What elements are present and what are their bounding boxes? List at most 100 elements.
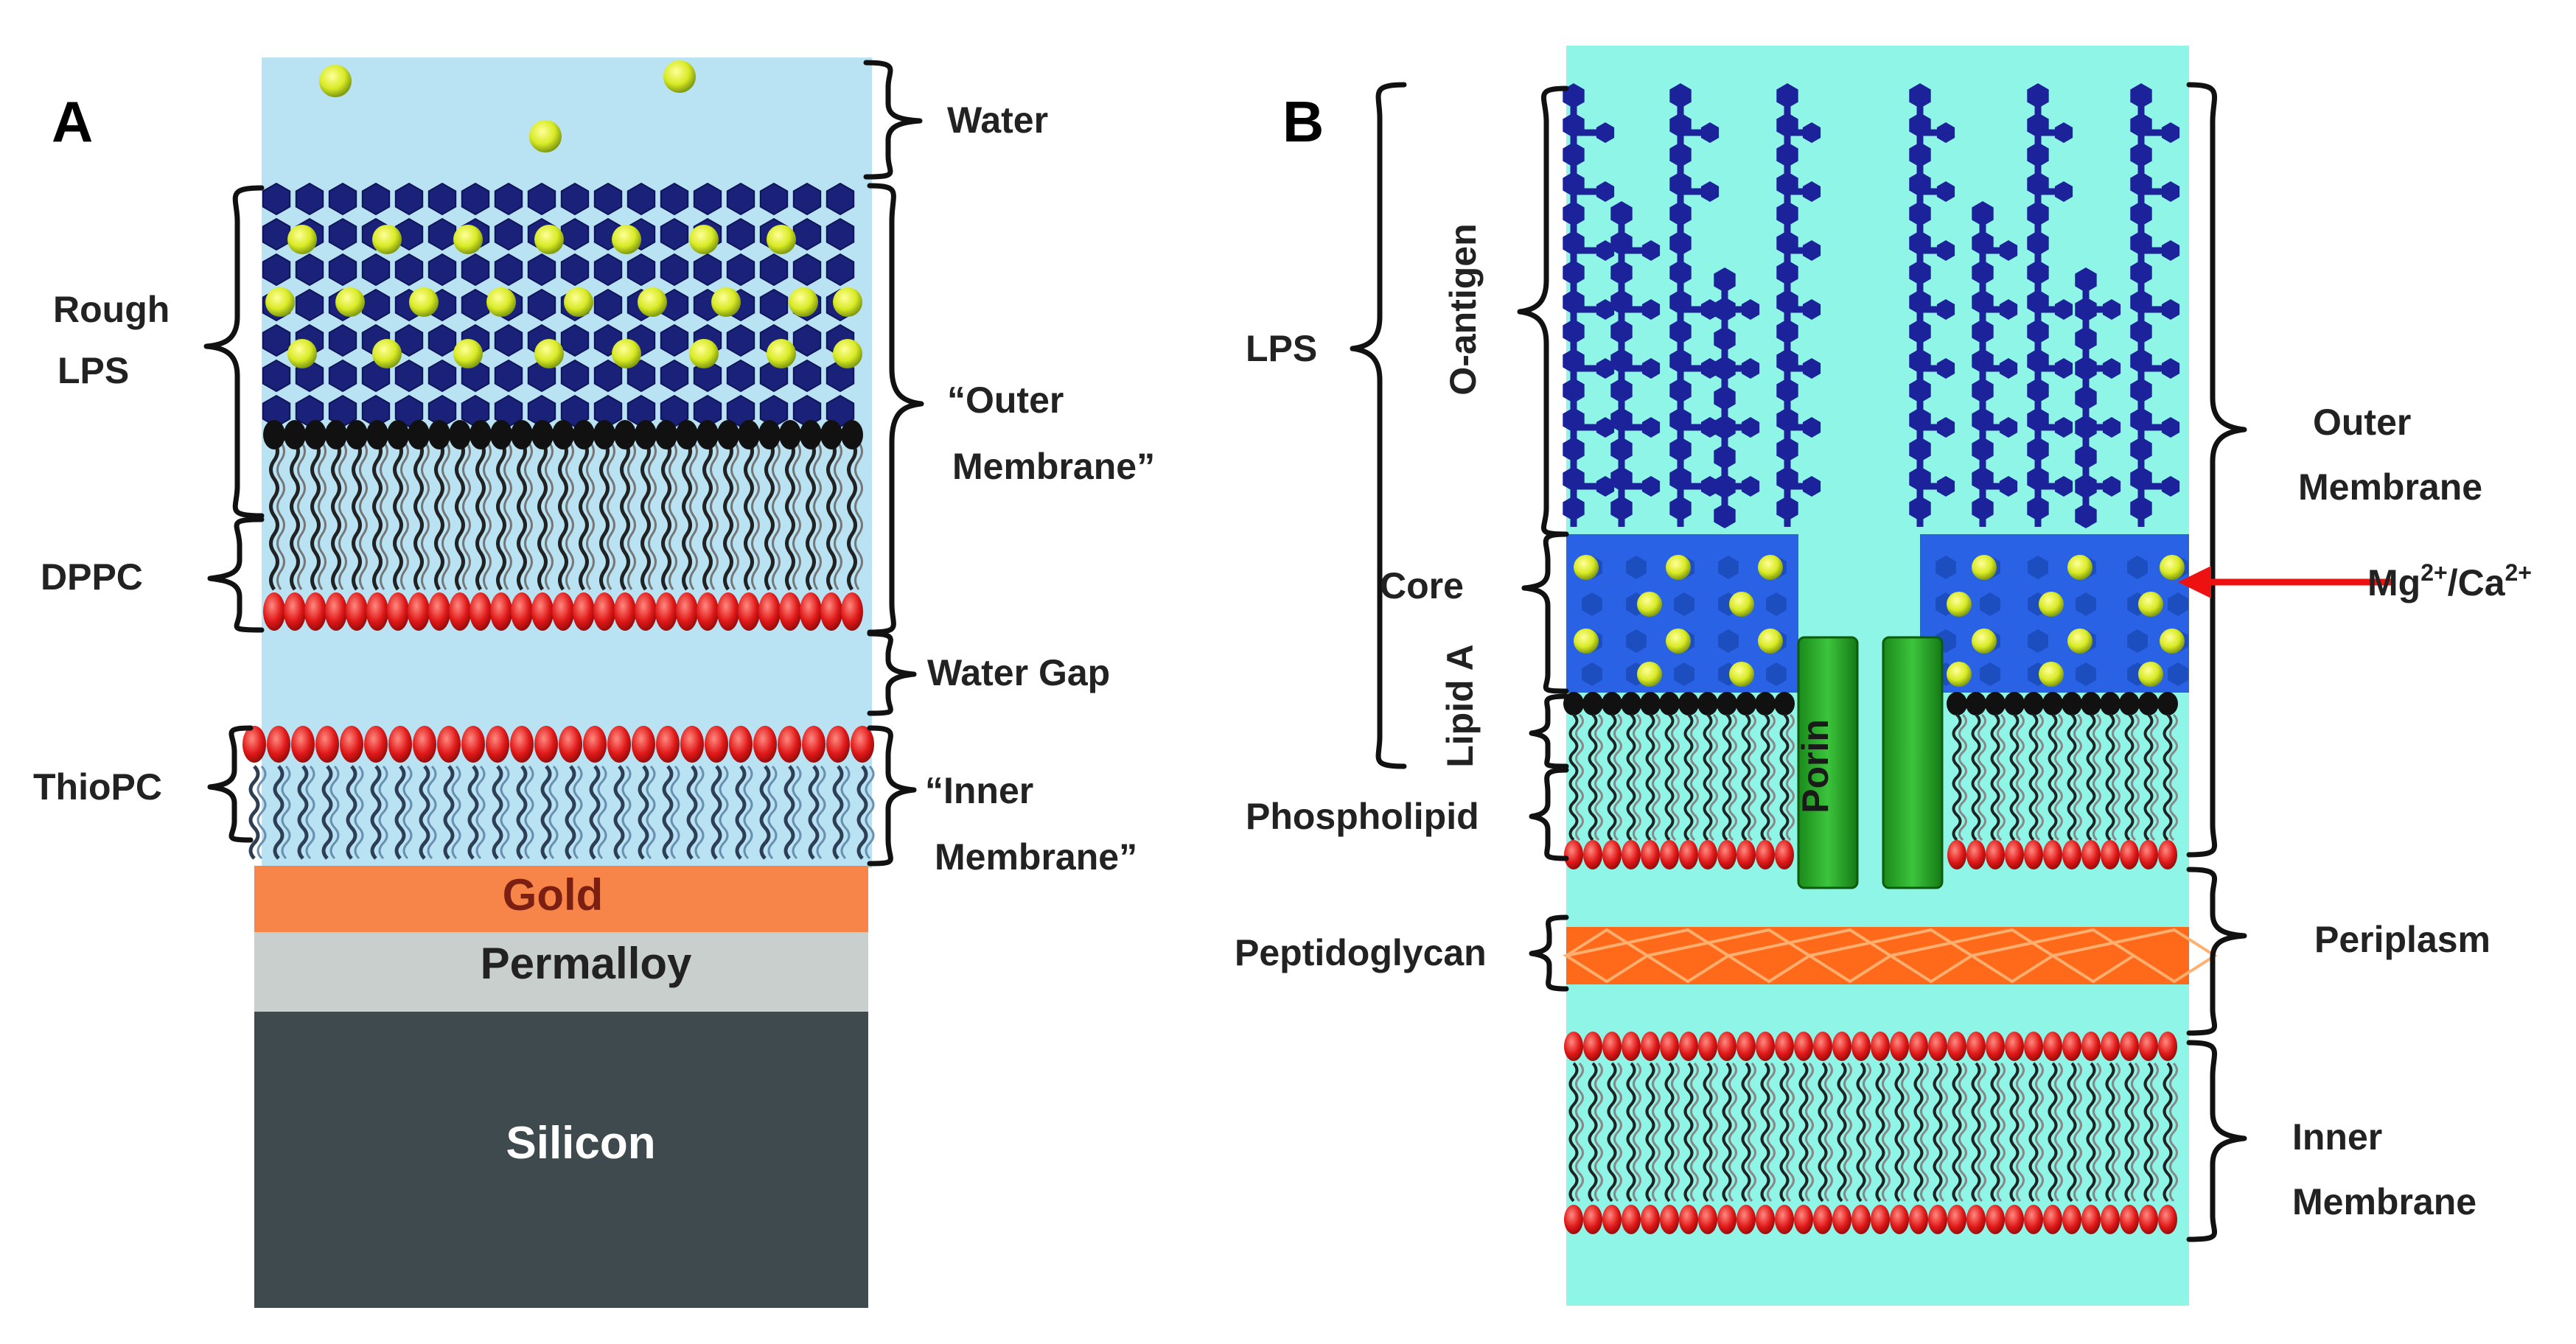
dppc-tail [620, 441, 630, 591]
dppc-tail [503, 441, 512, 590]
dppc-tail [269, 441, 279, 591]
outer-tail [1978, 713, 1986, 841]
outer-tail [1767, 713, 1776, 841]
inner-tail [2092, 1062, 2101, 1203]
inner-tail [1875, 1062, 1885, 1203]
inner-membrane-brace-b [2186, 1040, 2247, 1242]
lps-sugar [660, 253, 689, 287]
inner-head-top [1564, 1032, 1583, 1061]
thiopc-tail [621, 765, 632, 860]
lps-sugar [494, 359, 523, 393]
dppc-upper-head [387, 420, 409, 449]
thiopc-head [388, 726, 412, 763]
gold-layer [254, 866, 868, 932]
dppc-tail [496, 441, 506, 591]
outer-membrane-brace-b [2186, 82, 2247, 858]
inner-tail [2163, 1062, 2173, 1203]
thiopc-tail [467, 765, 479, 860]
outer-tail [2086, 713, 2096, 841]
outer-tail [1626, 713, 1636, 841]
dppc-head [428, 592, 450, 631]
lps-sugar [792, 323, 822, 357]
inner-head-top [1756, 1032, 1775, 1061]
inner-tail [1594, 1062, 1603, 1203]
dppc-head [490, 592, 512, 631]
core-ion [2138, 662, 2163, 687]
periplasm-brace [2186, 867, 2247, 1036]
lipid-a-head [2100, 692, 2121, 715]
inner-tail [1971, 1062, 1981, 1203]
o-antigen-sugar [2161, 358, 2180, 379]
inner-head-bottom [2158, 1205, 2177, 1234]
o-antigen-sugar [1972, 201, 1994, 226]
inner-head-bottom [1756, 1205, 1775, 1234]
dppc-head [263, 592, 285, 631]
inner-tail [1894, 1062, 1905, 1203]
dppc-tail [627, 441, 636, 590]
dppc-tail [331, 441, 341, 591]
inner-tail [1978, 1062, 1986, 1203]
outer-tail [2163, 713, 2173, 841]
o-antigen-sugar [1610, 378, 1633, 403]
inner-tail [1786, 1062, 1795, 1203]
o-antigen-sugar [1972, 378, 1994, 403]
core-ion [1666, 555, 1691, 580]
dppc-brace [207, 517, 265, 633]
inner-tail [1837, 1062, 1847, 1203]
water-gap-label: Water Gap [927, 652, 1110, 693]
dppc-upper-head [325, 420, 347, 449]
lps-ion [612, 339, 641, 368]
inner-tail [1683, 1062, 1694, 1203]
outer-phospholipid-head [2024, 840, 2043, 869]
inner-tail [2073, 1062, 2082, 1203]
inner-head-bottom [1890, 1205, 1909, 1234]
dppc-label: DPPC [41, 556, 143, 598]
thiopc-head [680, 726, 704, 763]
inner-membrane-label-2: Membrane” [935, 836, 1137, 878]
o-antigen-sugar [1776, 319, 1798, 344]
o-antigen-sugar [1596, 122, 1615, 143]
inner-head-bottom [2024, 1205, 2043, 1234]
inner-head-top [1986, 1032, 2005, 1061]
core-sugar [2076, 662, 2096, 686]
dppc-tail [393, 441, 403, 591]
outer-phospholipid-head [1698, 840, 1717, 869]
o-antigen-sugar [2161, 181, 2180, 202]
lps-sugar [825, 182, 855, 216]
core-ion [1947, 662, 1972, 687]
dppc-tail [710, 441, 719, 590]
thiopc-tail [686, 765, 698, 860]
o-antigen-sugar [1641, 240, 1661, 261]
lps-sugar [361, 288, 391, 322]
o-antigen-sugar [2075, 385, 2097, 410]
core-ion [1574, 629, 1599, 654]
inner-tail [1741, 1062, 1751, 1203]
dppc-tail [380, 441, 388, 590]
o-antigen-sugar [1999, 417, 2018, 438]
inner-head-top [2101, 1032, 2120, 1061]
inner-tail [1913, 1062, 1924, 1203]
lps-ion [638, 287, 667, 317]
o-antigen-sugar [1936, 181, 1955, 202]
o-antigen-sugar [1776, 378, 1798, 403]
thiopc-tail [321, 765, 333, 860]
dppc-tail [847, 441, 857, 591]
inner-head-top [1813, 1032, 1832, 1061]
outer-tail [1633, 713, 1641, 841]
dppc-tail [813, 441, 822, 590]
outer-tail [1645, 713, 1655, 841]
outer-phospholipid-head [1641, 840, 1660, 869]
o-antigen-sugar [1714, 326, 1736, 351]
inner-head-top [1851, 1032, 1871, 1061]
o-antigen-sugar [1741, 358, 1760, 379]
dppc-tail [648, 441, 657, 590]
o-antigen-sugar [2102, 417, 2121, 438]
lps-sugar [361, 182, 391, 216]
thiopc-head [632, 726, 655, 763]
o-antigen-sugar [1596, 358, 1615, 379]
lps-sugar [328, 182, 357, 216]
lps-sugar [759, 182, 789, 216]
o-antigen-sugar [1802, 122, 1821, 143]
lps-sugar [394, 394, 424, 428]
